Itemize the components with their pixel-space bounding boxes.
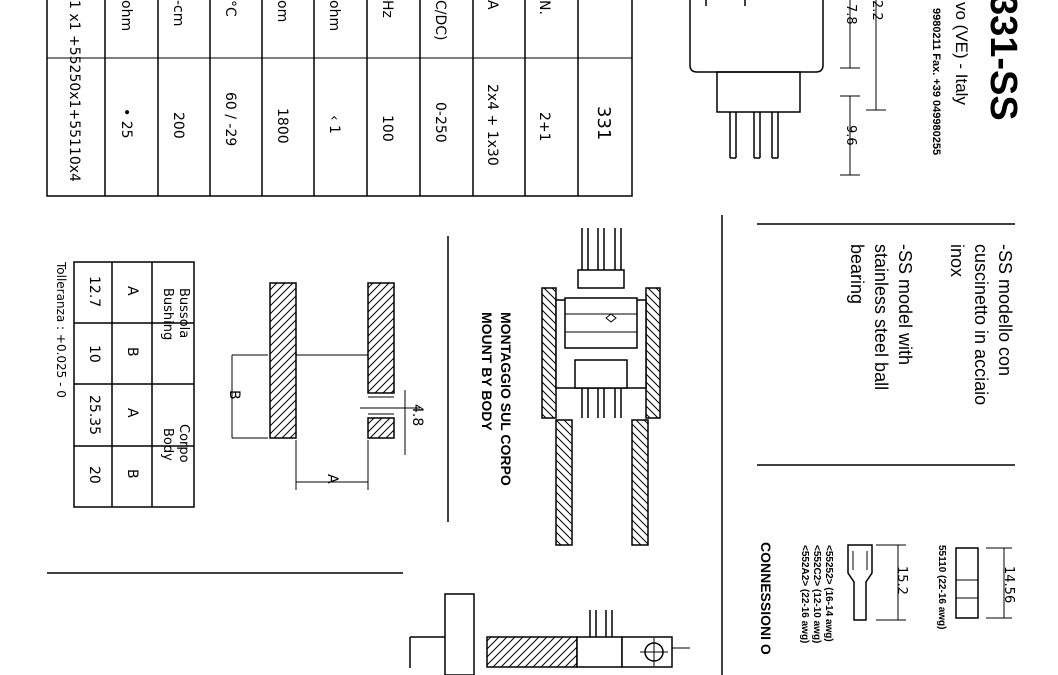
specs-table — [46, 0, 633, 197]
tolerance-note: Tolleranza : +0.025 - 0 — [54, 262, 68, 398]
spec-label: ohm — [118, 0, 134, 32]
model-code-title: 331-SS — [982, 0, 1024, 121]
note-it-line: -SS modello con — [995, 244, 1015, 377]
dimension-conn-1: 14.56 — [1001, 566, 1016, 604]
lug-55110-label: 55110 (22-16 awg) — [936, 545, 947, 630]
body-section-drawing — [231, 282, 420, 490]
dimension-top-c: 9.6 — [843, 125, 858, 146]
tolerance-value: 20 — [86, 466, 102, 484]
tolerance-value: 25.35 — [86, 395, 102, 436]
dimension-top-a: 7.8 — [843, 4, 858, 25]
mounting-label-en: MOUNT BY BODY — [479, 312, 495, 431]
note-en-line: bearing — [847, 244, 867, 305]
spec-label: A — [484, 0, 500, 10]
connection-lugs-drawing — [847, 544, 1012, 621]
lug-label: <55252> (16-14 awg) — [823, 545, 834, 642]
spec-value: 60 / -29 — [222, 92, 238, 147]
spec-value: ‹ 1 — [326, 115, 342, 134]
lug-label: <552C2> (12-10 awg) — [811, 545, 822, 644]
spec-label: Hz — [379, 0, 395, 18]
tolerance-value: 12.7 — [86, 276, 102, 308]
spec-label: N. — [536, 0, 552, 15]
spec-label: 1 x1 +55250x1+55110x4 — [66, 0, 82, 182]
dimension-top-b: 2.2 — [869, 0, 884, 21]
spec-label: om — [274, 0, 290, 23]
tolerance-header: A — [124, 286, 140, 296]
note-en-line: stainless steel ball — [871, 244, 891, 391]
spec-value: 2+1 — [536, 112, 552, 142]
dimension-a-label: A — [324, 474, 340, 484]
spec-label: -cm — [170, 0, 186, 27]
lug-label: <552A2> (22-16 awg) — [799, 545, 810, 644]
spec-value: 1800 — [274, 108, 290, 144]
tolerance-header: B — [124, 469, 140, 479]
note-it-line: cuscinetto in acciaio — [971, 244, 991, 406]
section-dividers — [47, 215, 1015, 675]
dimension-b-label: B — [226, 390, 242, 400]
dimension-conn-2: 15.2 — [894, 566, 909, 595]
tolerance-table — [73, 261, 195, 508]
spec-value: 2x4 + 1x30 — [484, 84, 500, 166]
spec-label: C/DC) — [432, 0, 448, 41]
top-connector-drawing — [689, 0, 886, 176]
group-bushing-label: Bussola — [176, 288, 191, 339]
tolerance-value: 10 — [86, 345, 102, 363]
spec-value: 0-250 — [432, 102, 448, 143]
spec-label: ohm — [326, 0, 342, 32]
contact-numbers: 9980211 Fax. +39 049980255 — [930, 8, 942, 156]
mounted-connector-drawing — [541, 228, 661, 546]
note-en-line: -SS model with — [895, 244, 915, 366]
mounting-label-it: MONTAGGIO SUL CORPO — [498, 312, 514, 486]
spec-value-model: 331 — [593, 106, 614, 141]
group-body-label-en: Body — [160, 428, 175, 461]
spec-value: • 25 — [118, 108, 134, 139]
tolerance-header: B — [124, 347, 140, 357]
company-address: vo (VE) - Italy — [952, 2, 971, 105]
connections-title: CONNESSIONI O — [758, 542, 774, 655]
tolerance-header: A — [124, 408, 140, 418]
note-it-line: inox — [947, 244, 967, 278]
dimension-slot: 4.8 — [409, 404, 425, 427]
group-bushing-label-en: Bushing — [160, 288, 175, 341]
spec-value: 200 — [170, 112, 186, 139]
bottom-assembly-drawing — [409, 593, 690, 675]
group-body-label: Corpo — [176, 424, 191, 463]
spec-value: 100 — [379, 115, 395, 142]
spec-label: °C — [222, 0, 238, 17]
